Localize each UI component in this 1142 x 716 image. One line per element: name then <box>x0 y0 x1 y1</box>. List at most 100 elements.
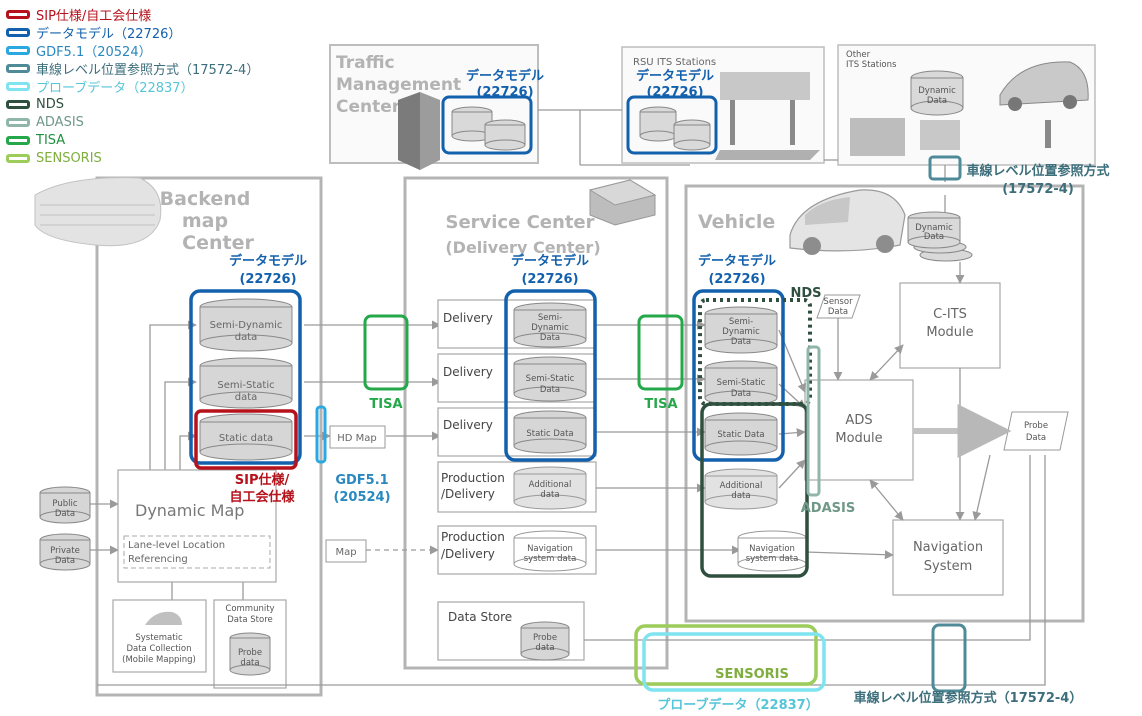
service-semi-static-1: Semi-Static <box>526 374 575 384</box>
systematic-1: Systematic <box>135 633 183 643</box>
other-its-stations: Other ITS Stations Dynamic Data <box>838 45 1095 165</box>
service-semi-dyn-3: Data <box>540 333 560 343</box>
gdf-label-1: GDF5.1 <box>335 473 388 488</box>
service-semi-static-2: Data <box>540 385 560 395</box>
tmc-title-1: Traffic <box>336 53 395 73</box>
traffic-management-center: Traffic Management Center <box>330 45 538 170</box>
datamodel-code-rsu: (22726) <box>646 85 703 100</box>
datamodel-label-service: データモデル <box>511 253 589 269</box>
vehicle-semi-dyn-1: Semi- <box>729 317 753 327</box>
vehicle-navsys-1: Navigation <box>749 544 795 554</box>
public-data-cylinder: Public Data <box>40 487 90 523</box>
systematic-data-collection-box: Systematic Data Collection (Mobile Mappi… <box>113 600 206 672</box>
datamodel-code-backend: (22726) <box>239 272 296 287</box>
probe-data-node: Probe Data <box>1004 412 1068 450</box>
community-probe-2: data <box>240 658 259 668</box>
cits-module: C-ITS Module <box>900 283 1000 368</box>
datamodel-code-service: (22726) <box>521 272 578 287</box>
other-its-title-1: Other <box>846 50 871 60</box>
backend-static-label: Static data <box>219 433 273 444</box>
vehicle-semi-static-1: Semi-Static <box>717 378 766 388</box>
vehicle-car-image <box>790 190 905 255</box>
other-its-dynamic-2: Data <box>927 96 947 106</box>
service-additional-1: Additional <box>529 480 572 490</box>
service-static: Static Data <box>526 429 573 439</box>
backend-title-3: Center <box>182 232 254 254</box>
systematic-3: (Mobile Mapping) <box>122 655 196 665</box>
service-navsys-1: Navigation <box>527 544 573 554</box>
laneref-label-bottom: 車線レベル位置参照方式（17572-4） <box>854 690 1083 706</box>
laneref-label-top-2: (17572-4) <box>1002 182 1074 197</box>
sensor-data-2: Data <box>828 307 848 317</box>
dynamic-map-lane-2: Referencing <box>128 554 188 565</box>
tisa-label-2: TISA <box>644 397 677 412</box>
delivery-row-2: Delivery <box>443 365 493 379</box>
service-additional-2: data <box>540 490 559 500</box>
dynamic-map-title: Dynamic Map <box>135 501 244 520</box>
nav-label-1: Navigation <box>913 540 983 555</box>
datamodel-label-rsu: データモデル <box>636 68 714 84</box>
service-navsys-2: system data <box>524 554 577 564</box>
datamodel-label-tmc: データモデル <box>466 68 544 84</box>
vehicle-semi-static-2: Data <box>731 389 751 399</box>
adasis-label: ADASIS <box>801 501 855 516</box>
service-probe-2: data <box>535 643 554 653</box>
service-probe-1: Probe <box>533 633 557 643</box>
sensor-data-node: Sensor Data <box>817 295 860 318</box>
backend-title-1: Backend <box>160 188 251 210</box>
hd-map-node: HD Map <box>330 426 385 448</box>
backend-semi-dynamic-cylinder: Semi-Dynamic data <box>200 299 292 351</box>
probe-label: プローブデータ（22837） <box>657 697 818 713</box>
cits-label-1: C-ITS <box>933 307 967 322</box>
probe-data-2: Data <box>1026 433 1046 443</box>
dynamic-map-lane-1: Lane-level Location <box>128 540 225 551</box>
map-node: Map <box>326 540 366 562</box>
tisa-label-1: TISA <box>369 397 402 412</box>
production-row-2-a: Production <box>441 530 505 544</box>
tmc-title-2: Management <box>336 75 461 95</box>
datamodel-label-backend: データモデル <box>229 253 307 269</box>
sensoris-label: SENSORIS <box>715 667 789 682</box>
cits-label-2: Module <box>926 325 973 340</box>
service-title-1: Service Center <box>445 212 594 233</box>
ads-label-2: Module <box>835 431 882 446</box>
laneref-label-top-1: 車線レベル位置参照方式 <box>966 163 1109 179</box>
sensor-data-1: Sensor <box>823 297 853 307</box>
private-data-cylinder: Private Data <box>40 534 90 570</box>
vehicle-dynamic-data-cylinder: Dynamic Data <box>908 212 972 261</box>
rsu-title: RSU ITS Stations <box>633 57 716 68</box>
other-its-title-2: ITS Stations <box>846 60 897 70</box>
datamodel-code-vehicle: (22726) <box>708 272 765 287</box>
navigation-system-module: Navigation System <box>893 520 1003 595</box>
vehicle-semi-dyn-3: Data <box>731 337 751 347</box>
datamodel-code-tmc: (22726) <box>476 85 533 100</box>
community-data-store-box: Community Data Store Probe data <box>214 600 286 688</box>
other-its-dynamic-1: Dynamic <box>918 86 956 96</box>
ads-label-1: ADS <box>845 413 872 428</box>
vehicle-title: Vehicle <box>698 211 775 233</box>
production-row-1-b: /Delivery <box>441 487 495 501</box>
nav-label-2: System <box>924 559 972 574</box>
production-row-2-b: /Delivery <box>441 547 495 561</box>
probe-data-1: Probe <box>1024 421 1048 431</box>
public-data-2: Data <box>55 509 75 519</box>
tmc-title-3: Center <box>336 97 401 117</box>
data-store-label: Data Store <box>448 610 512 624</box>
rsu-its-stations: RSU ITS Stations <box>622 47 824 163</box>
systematic-2: Data Collection <box>126 644 191 654</box>
datamodel-label-vehicle: データモデル <box>698 253 776 269</box>
sip-label-1: SIP仕様/ <box>235 472 290 488</box>
map-label: Map <box>335 547 356 558</box>
backend-semi-static-cylinder: Semi-Static data <box>200 358 292 408</box>
laneref-box-bottom <box>933 625 965 691</box>
vehicle-dynamic-2: Data <box>924 232 944 242</box>
other-its-dynamic-cylinder: Dynamic Data <box>911 71 963 115</box>
vehicle-additional-1: Additional <box>720 481 763 491</box>
tisa-box-2 <box>639 316 682 389</box>
vehicle-navsys-2: system data <box>746 554 799 564</box>
private-data-1: Private <box>50 546 80 556</box>
gdf-label-2: (20524) <box>333 490 390 505</box>
production-row-1-a: Production <box>441 471 505 485</box>
private-data-2: Data <box>55 556 75 566</box>
